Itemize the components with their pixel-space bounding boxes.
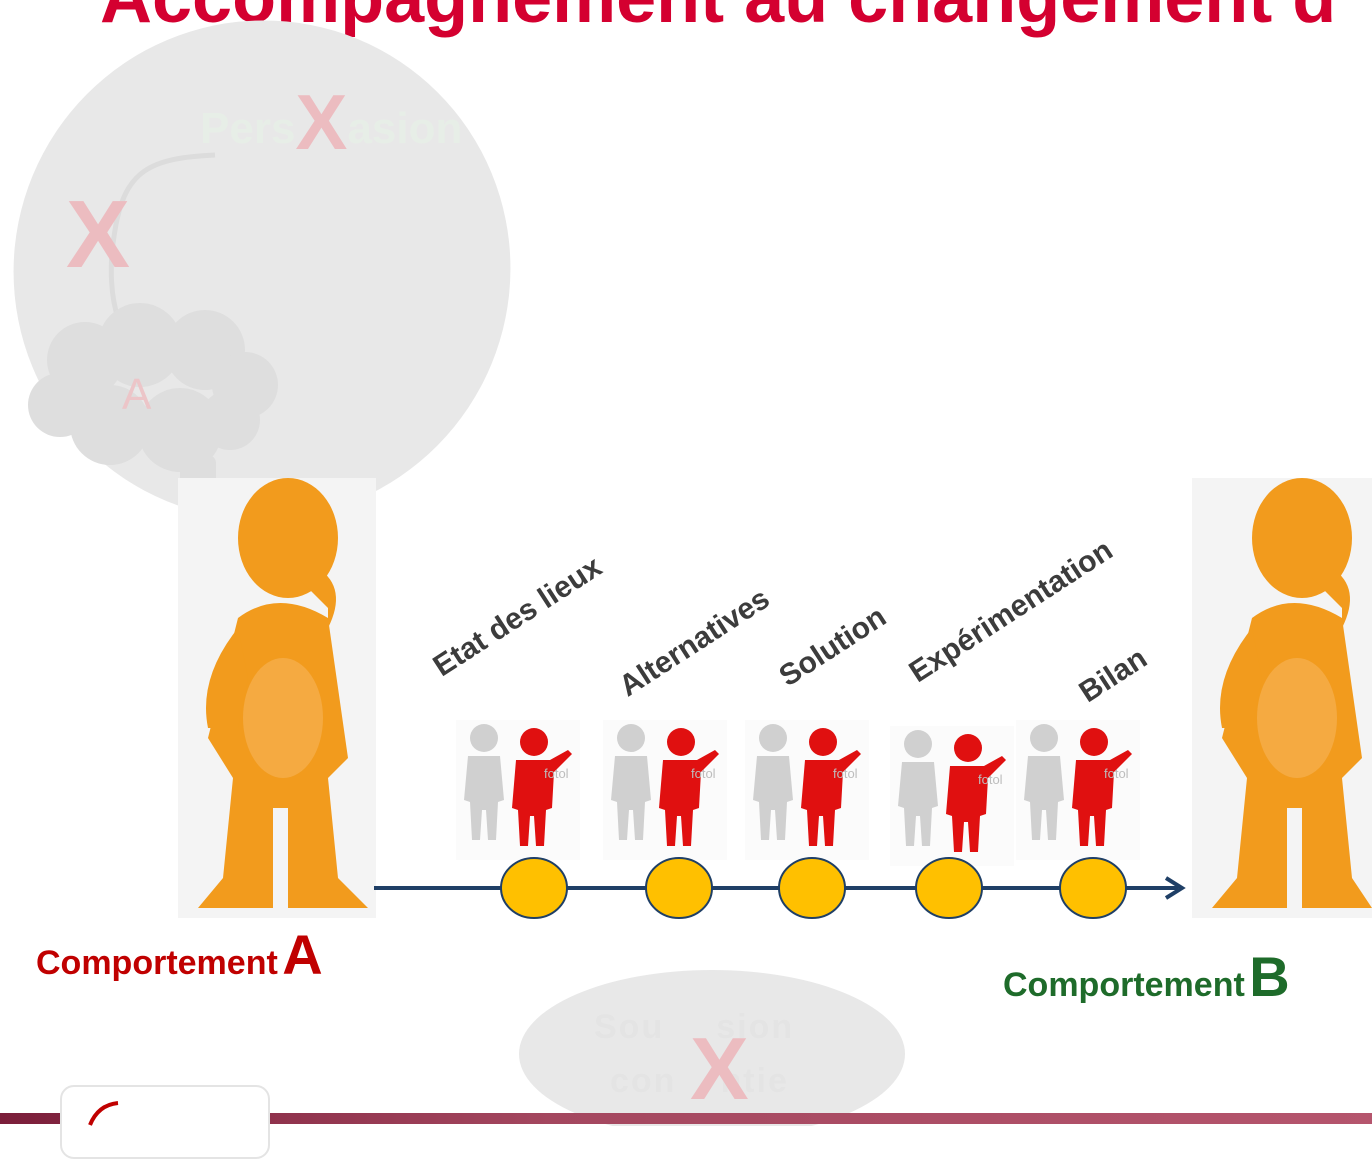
watermark: fotol (978, 772, 1003, 787)
behavior-b-label: Comportement B (1003, 945, 1290, 1008)
step-dot-5 (1059, 857, 1127, 919)
logo-icon (88, 1101, 119, 1126)
step-dot-3 (778, 857, 846, 919)
step-label-etat-des-lieux: Etat des lieux (427, 550, 608, 684)
cloud-shape (28, 303, 278, 495)
step-dot-2 (645, 857, 713, 919)
cloud-letter: A (122, 370, 152, 419)
step-dot-4 (915, 857, 983, 919)
persuasion-text: PersXasion (200, 78, 463, 166)
watermark: fotol (833, 766, 858, 781)
logo-box (60, 1085, 270, 1159)
behavior-a-label: Comportement A (36, 923, 323, 986)
step-label-alternatives: Alternatives (613, 581, 776, 704)
bottom-bubble (519, 970, 905, 1126)
watermark: fotol (544, 766, 569, 781)
step-dot-1 (500, 857, 568, 919)
arrow-head-icon (1164, 876, 1186, 900)
advisor-pair-4: fotol (890, 726, 1014, 871)
cross-mark-bottom: X (690, 1019, 749, 1118)
advisor-pair-3: fotol (745, 720, 869, 865)
step-label-solution: Solution (773, 600, 893, 694)
step-label-bilan: Bilan (1073, 641, 1153, 710)
footer-bar (0, 1113, 1372, 1124)
cross-mark-left: X (66, 181, 131, 288)
thought-bubble (13, 20, 511, 520)
person-figure-b (1192, 478, 1372, 918)
advisor-pair-1: fotol (456, 720, 580, 865)
advisor-pair-2: fotol (603, 720, 727, 865)
timeline (374, 857, 1186, 919)
person-figure-a (178, 478, 376, 918)
step-label-experimentation: Expérimentation (903, 533, 1119, 690)
advisor-pair-5: fotol (1016, 720, 1140, 865)
watermark: fotol (1104, 766, 1129, 781)
watermark: fotol (691, 766, 716, 781)
